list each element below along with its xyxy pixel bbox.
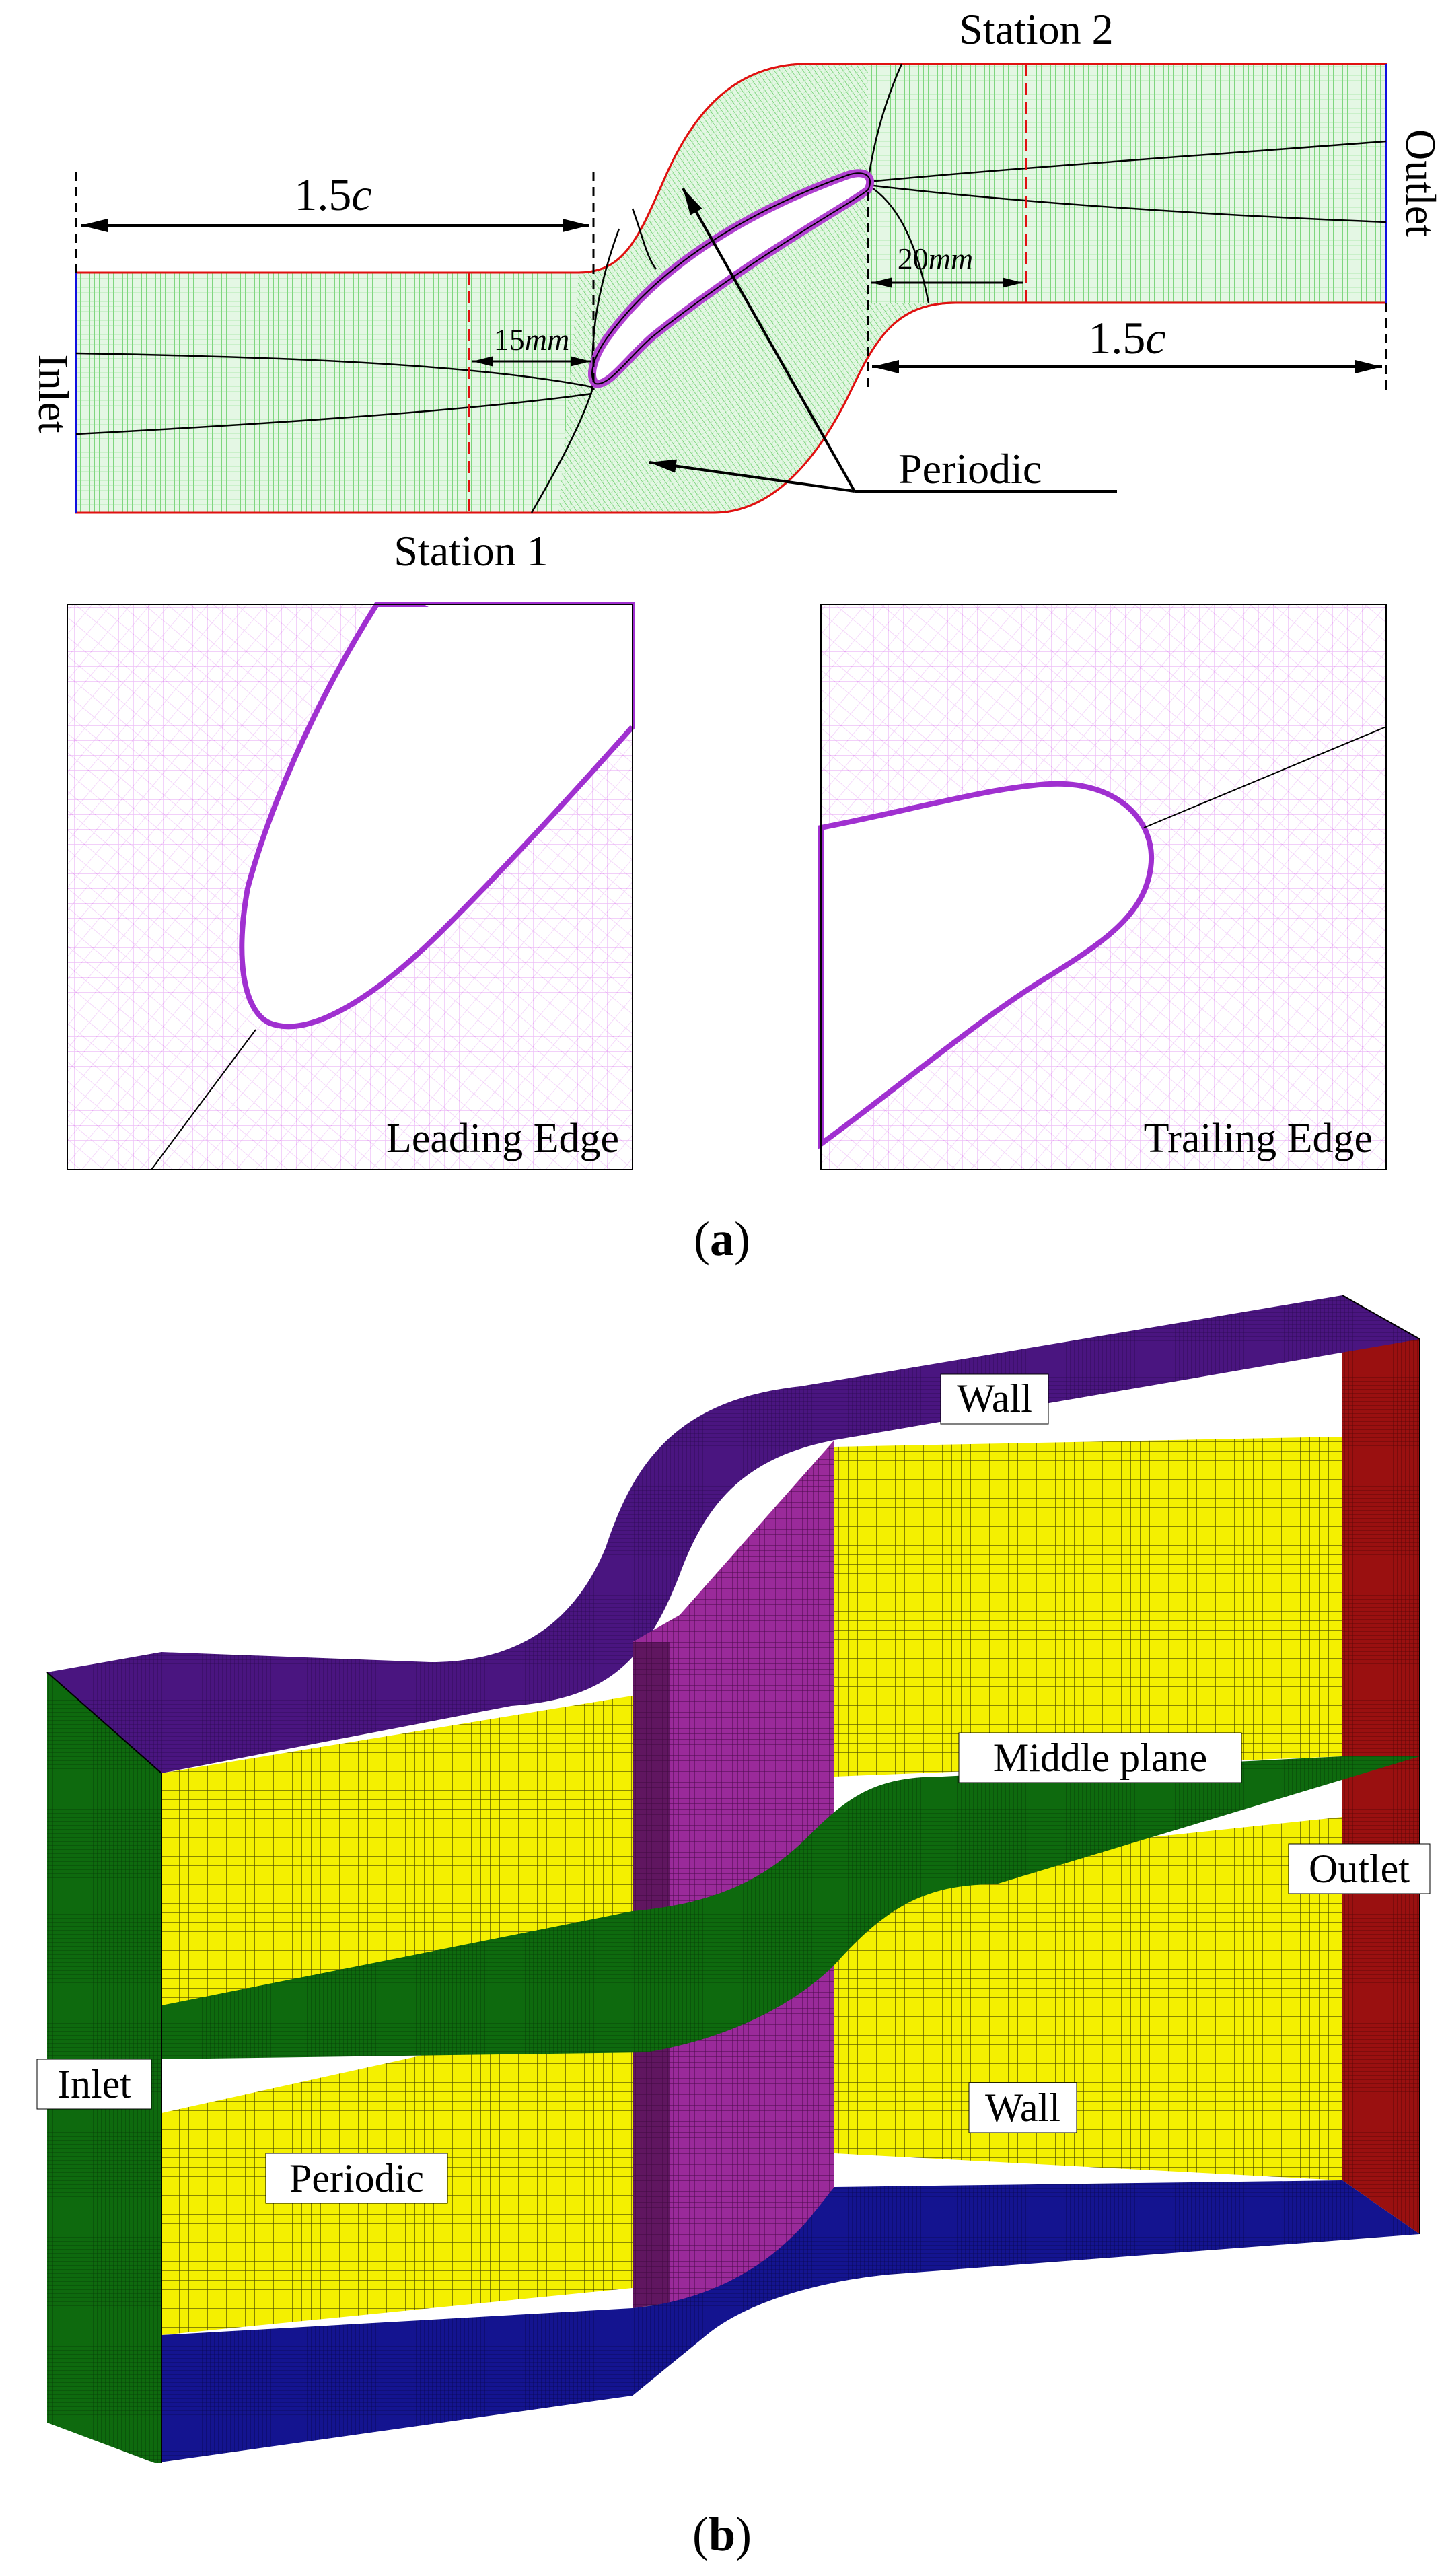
panel-b-3d-mesh: Wall Middle plane Outlet Inlet Wall Peri… [36,1295,1431,2463]
trailing-edge-inset: Trailing Edge [818,604,1387,1170]
outlet-label: Outlet [1397,129,1444,237]
middle-plane-label: Middle plane [993,1736,1207,1780]
trailing-edge-blade [818,781,1155,1149]
outlet-length-label: 1.5c [1088,312,1165,363]
leading-edge-blade [239,602,635,1030]
station1-distance-label: 15mm [494,322,569,357]
periodic-face-right-lower [834,1817,1342,2180]
periodic-label: Periodic [898,445,1042,493]
dimension-extension-lines [75,172,1387,390]
wall-bottom-label: Wall [985,2085,1060,2130]
inlet-label-box: Inlet [36,2059,152,2110]
station1-label: Station 1 [394,527,548,575]
top-wall-surface [47,1295,1420,1773]
periodic-face-left-upper [161,1696,633,2005]
periodic-leader-lines [649,188,1117,493]
domain-bottom-boundary [76,301,1386,514]
middle-plane-surface [161,1756,1420,2059]
wall-bottom-label-box: Wall [968,2082,1077,2133]
periodic-label-box: Periodic [265,2153,448,2204]
middle-plane-label-box: Middle plane [958,1732,1242,1783]
panel-b-caption: (b) [692,2507,752,2561]
blade-passage-surface [633,1440,834,2308]
inlet-length-label: 1.5c [294,169,371,220]
bottom-wall-surface [155,2180,1420,2463]
periodic-3d-label: Periodic [289,2156,424,2201]
blade-outline [591,172,871,385]
leading-edge-inset: Leading Edge [67,602,635,1170]
station2-label: Station 2 [959,5,1113,53]
inlet-3d-label: Inlet [57,2062,131,2106]
wall-top-label-box: Wall [940,1373,1049,1425]
outlet-3d-label: Outlet [1309,1847,1410,1891]
leading-edge-label: Leading Edge [386,1116,619,1161]
model-edges [46,1295,1420,2463]
panel-a-caption: (a) [694,1212,750,1266]
outlet-label-box: Outlet [1288,1843,1431,1894]
panel-a-domain-diagram: Station 2 Station 1 Inlet Outlet Periodi… [30,5,1444,575]
trailing-edge-label: Trailing Edge [1144,1116,1373,1161]
wall-top-label: Wall [957,1376,1032,1421]
domain-top-boundary [76,63,1386,274]
periodic-face-right-upper [834,1437,1342,1777]
station2-distance-label: 20mm [898,242,973,276]
inlet-label: Inlet [30,354,77,433]
